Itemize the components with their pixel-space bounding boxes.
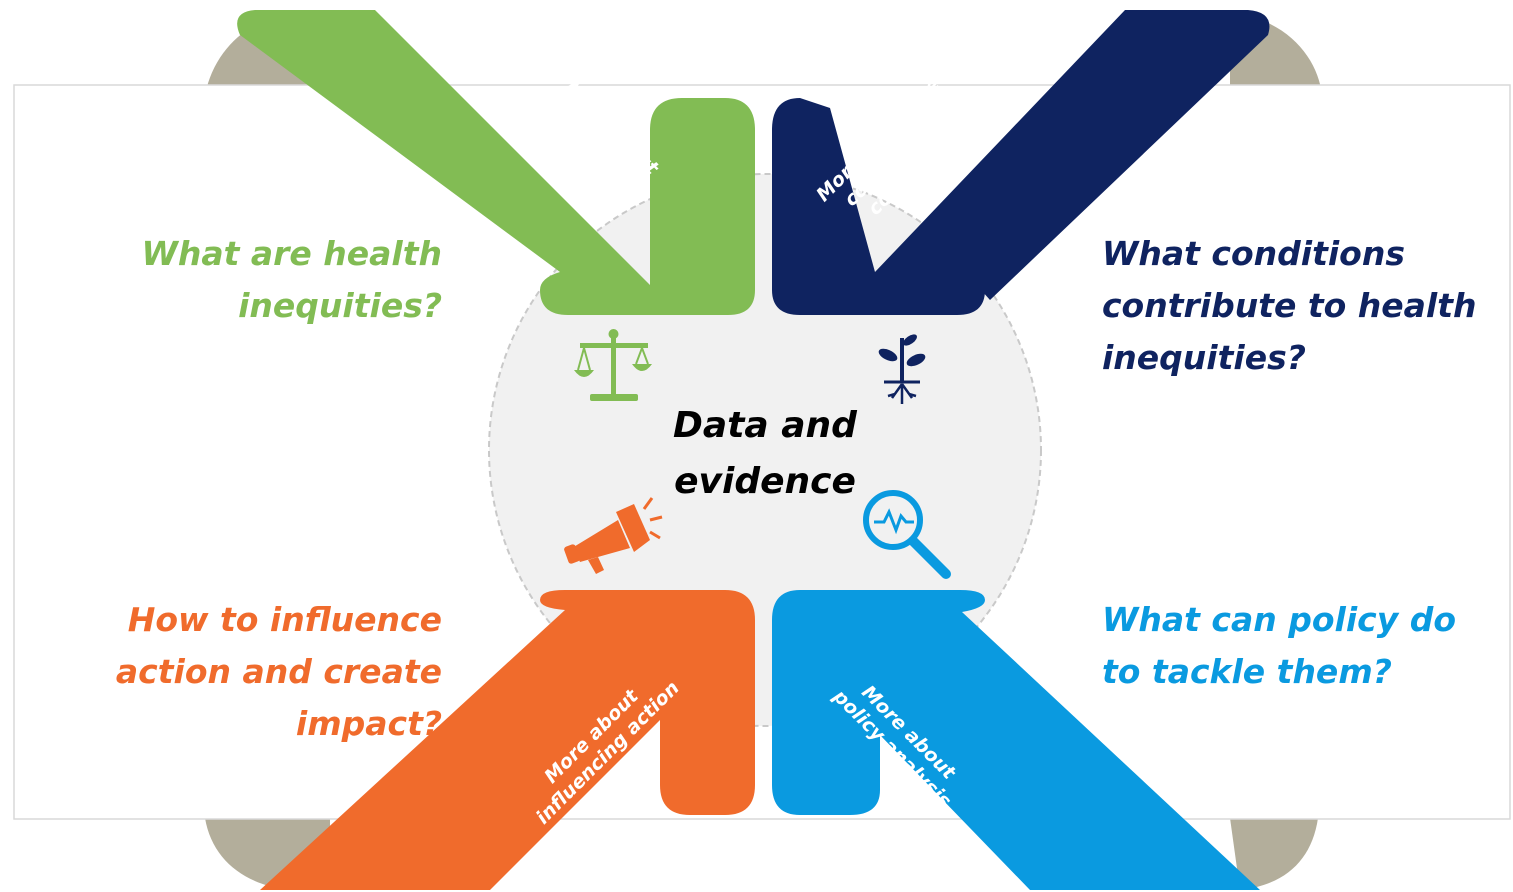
center-line: evidence [674,461,856,502]
question-line: to tackle them? [1102,652,1392,691]
question-line: What are health [141,234,442,273]
question-line: How to influence [127,600,442,639]
arrow-top-left[interactable] [237,10,756,315]
magnifier-pulse-icon [863,490,951,579]
question-bottom-right: What can policy do to tackle them? [1102,594,1502,698]
plant-roots-icon [878,334,926,404]
arrow-bottom-right[interactable] [772,590,1260,890]
tan-curl-bottom-right [1230,818,1318,890]
scales-icon [574,329,652,401]
question-line: impact? [295,704,442,743]
center-title: Data and evidence [640,398,890,510]
question-line: What conditions [1102,234,1405,273]
question-bottom-left: How to influence action and create impac… [80,594,442,750]
question-line: contribute to health [1102,286,1477,325]
center-line: Data and [673,405,857,446]
question-top-right: What conditions contribute to health ine… [1102,228,1502,384]
arrow-top-right[interactable] [772,10,1270,315]
question-line: What can policy do [1102,600,1457,639]
megaphone-icon [564,497,663,574]
arrow-bottom-left[interactable] [260,590,755,890]
question-line: action and create [115,652,442,691]
question-line: inequities? [1102,338,1306,377]
question-top-left: What are health inequities? [100,228,442,332]
question-line: inequities? [238,286,442,325]
